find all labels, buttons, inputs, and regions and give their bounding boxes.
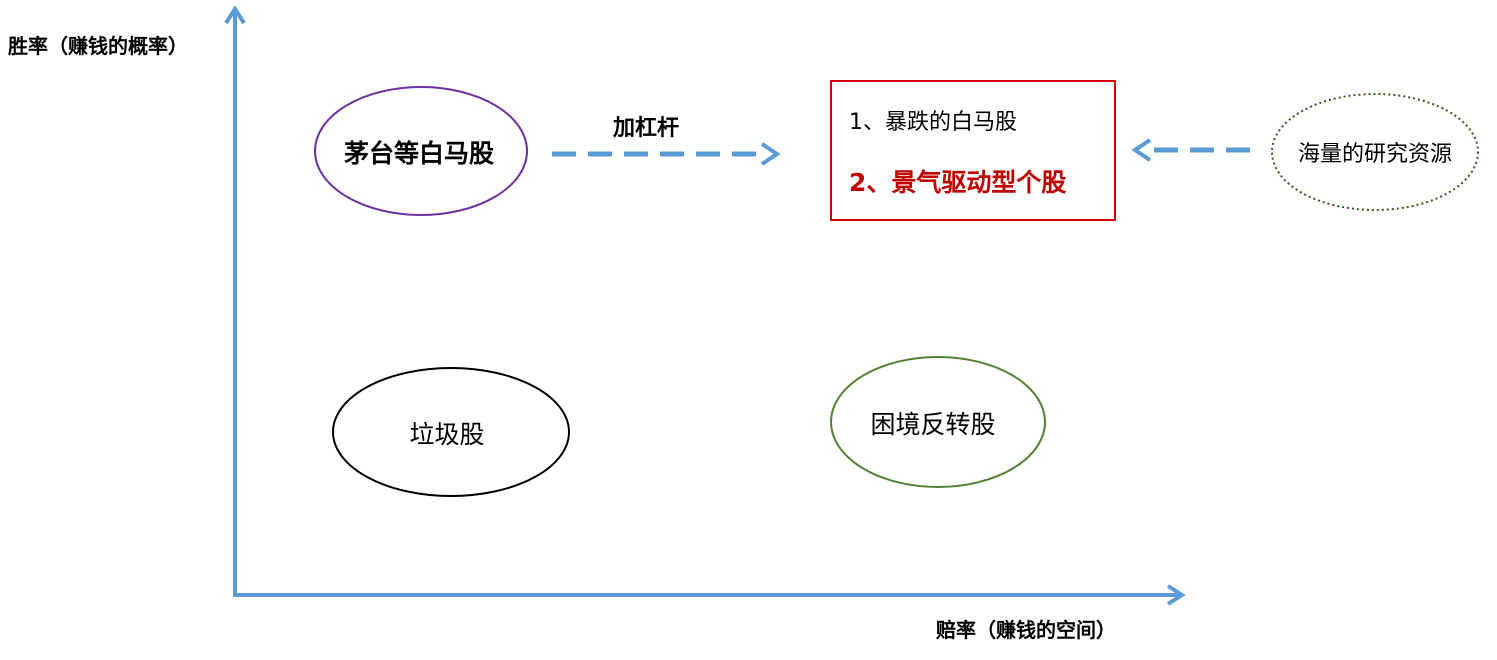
junk-ellipse [332,367,570,497]
target-box [830,80,1116,221]
y-axis-label: 胜率（赚钱的概率） [8,34,188,58]
research-node-label: 海量的研究资源 [1297,142,1453,167]
research-ellipse [1271,93,1479,211]
x-axis-arrowhead-icon [1166,584,1186,606]
leverage-arrowhead-icon [760,142,781,166]
maotai-ellipse [314,86,528,216]
junk-node-label: 垃圾股 [409,420,485,449]
y-axis-arrowhead-icon [224,5,246,25]
turnaround-node-label: 困境反转股 [870,410,996,439]
target-box-item-2: 2、景气驱动型个股 [849,168,1067,197]
maotai-node-label: 茅台等白马股 [343,139,495,168]
x-axis-label: 赔率（赚钱的空间） [936,618,1116,642]
research-arrowhead-icon [1131,138,1152,162]
leverage-arrow-label: 加杠杆 [612,116,680,141]
turnaround-ellipse [830,356,1046,488]
target-box-item-1: 1、暴跌的白马股 [849,110,1017,135]
